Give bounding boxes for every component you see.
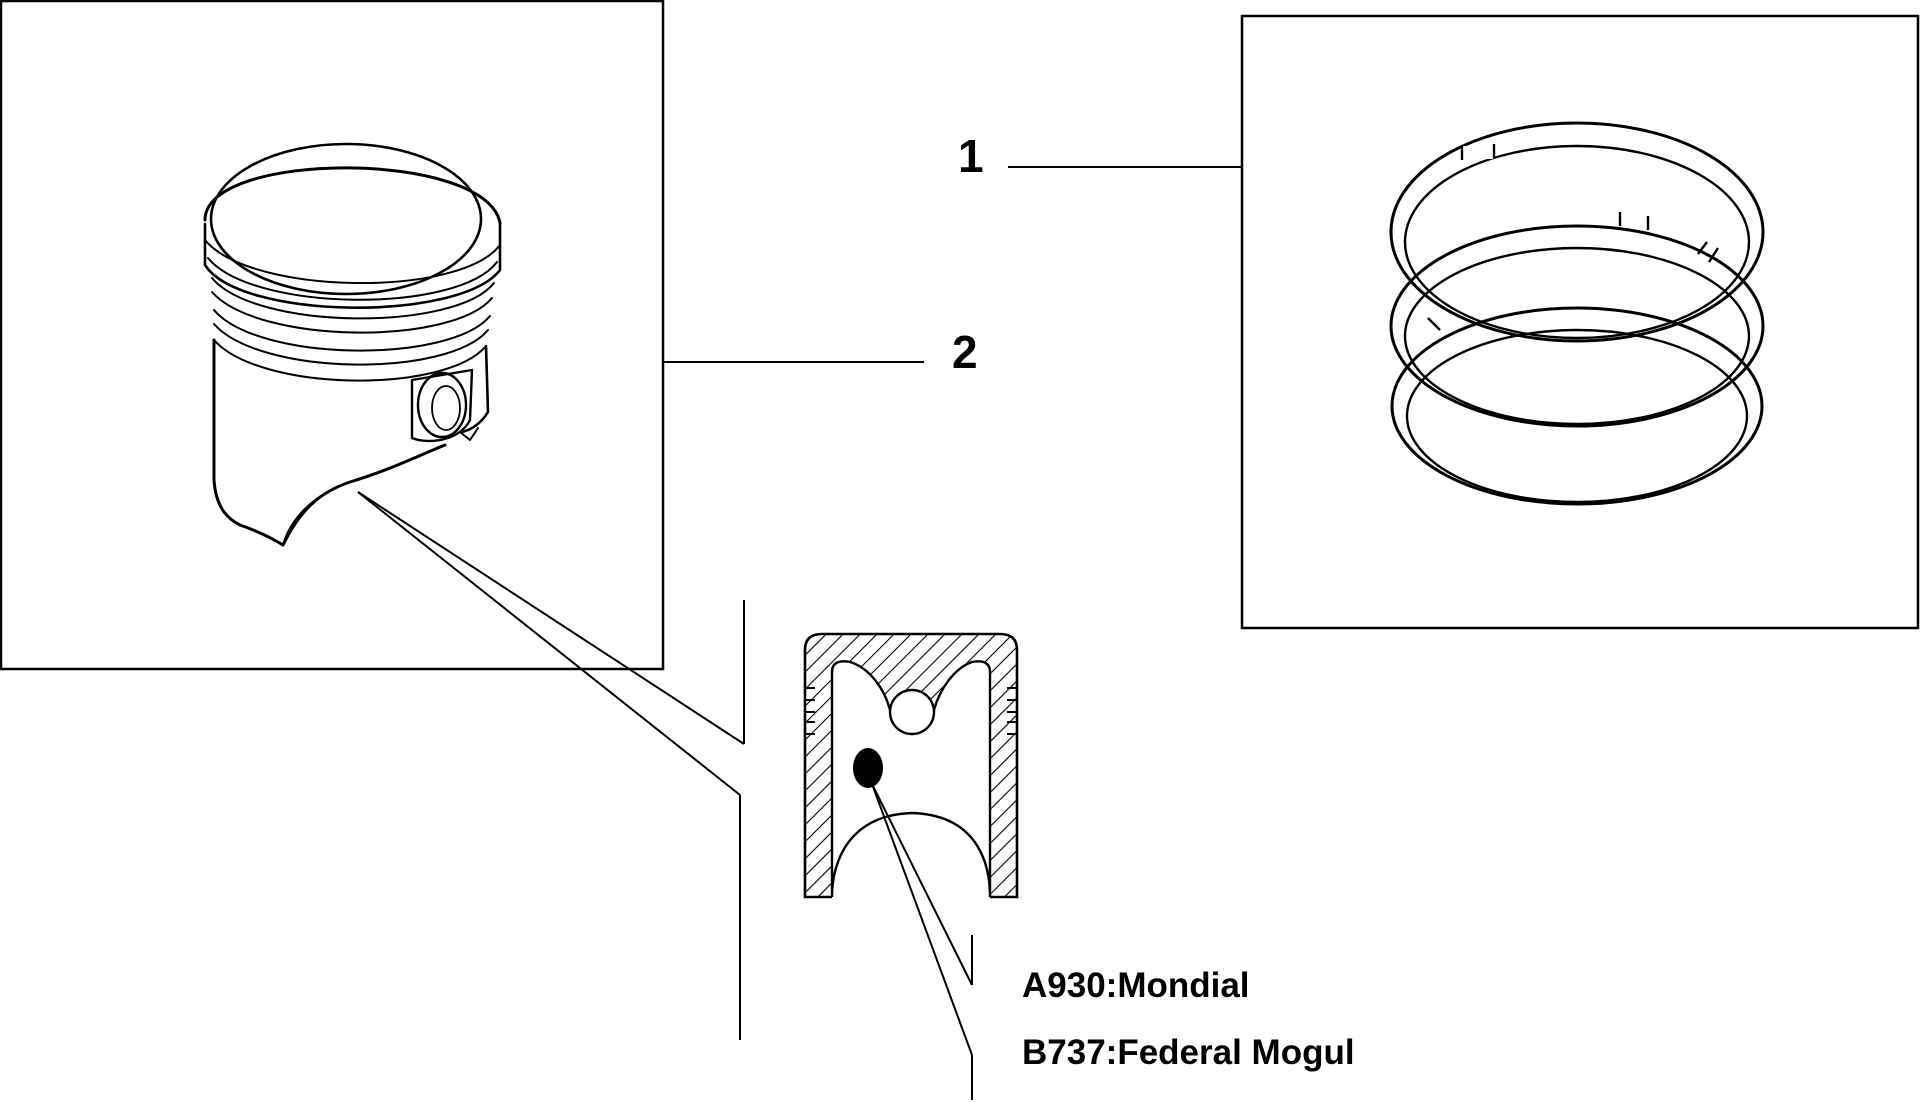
supplier-mark-dot: [853, 748, 883, 788]
callout-number-2: 2: [952, 326, 978, 378]
piston-rings-illustration: [1389, 121, 1765, 506]
callout-number-1: 1: [958, 130, 984, 182]
supplier-label-a930: A930:Mondial: [1022, 966, 1250, 1005]
supplier-leader-lines: [871, 783, 973, 1100]
pin-hole: [888, 688, 936, 736]
piston-frame: [0, 0, 665, 671]
detail-leader-lines: [357, 491, 745, 1040]
rings-frame: [1240, 14, 1920, 630]
piston-cross-section: [803, 632, 1019, 899]
piston-illustration: [203, 142, 502, 547]
supplier-label-b737: B737:Federal Mogul: [1022, 1033, 1355, 1072]
